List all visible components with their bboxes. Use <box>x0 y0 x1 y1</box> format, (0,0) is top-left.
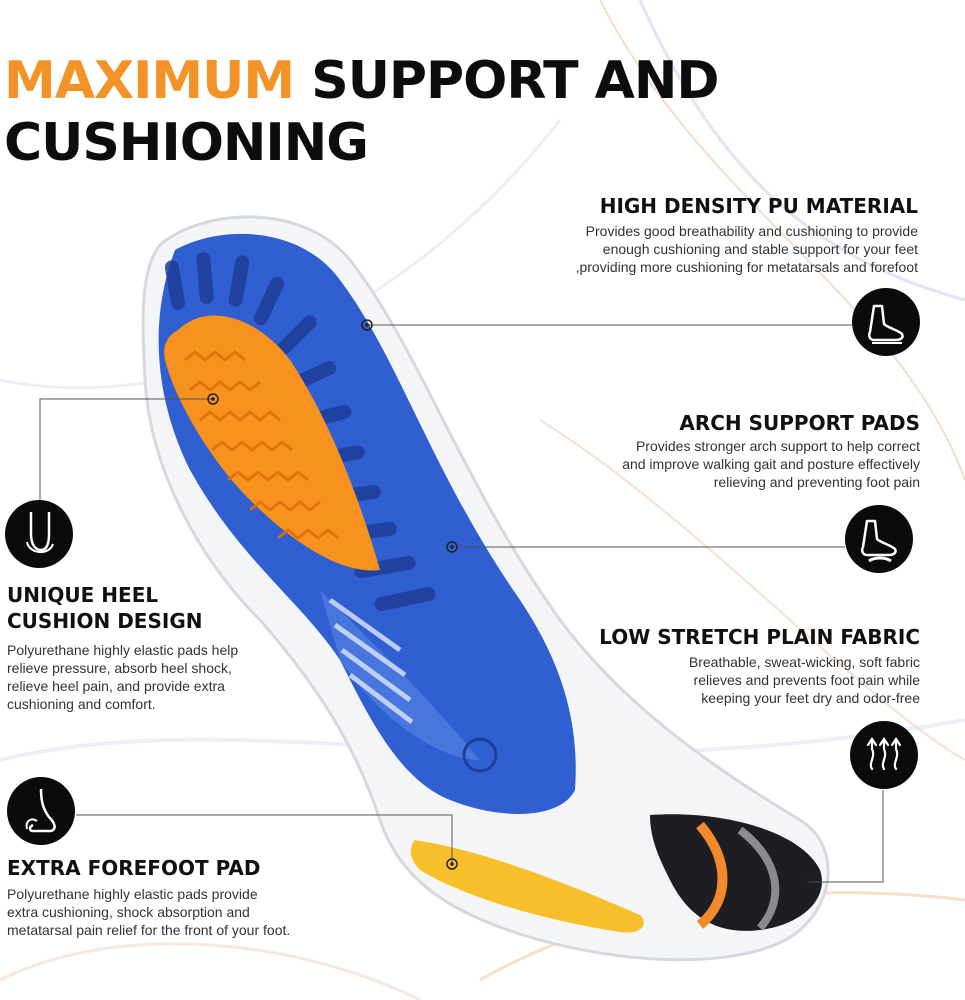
feature-desc-arch-support: Provides stronger arch support to help c… <box>622 438 920 490</box>
feature-title-forefoot: EXTRA FOREFOOT PAD <box>7 856 261 880</box>
heel-icon <box>5 500 73 568</box>
headline-line1-rest: SUPPORT AND <box>294 51 719 111</box>
feature-title-pu-material: HIGH DENSITY PU MATERIAL <box>599 194 918 218</box>
foot-arch-icon <box>845 505 913 573</box>
feature-desc-heel: Polyurethane highly elastic pads help re… <box>7 642 239 712</box>
forefoot-pad <box>410 840 644 933</box>
feature-desc-fabric: Breathable, sweat-wicking, soft fabric r… <box>688 654 920 706</box>
feature-desc-pu-material: Provides good breathability and cushioni… <box>575 223 918 275</box>
feature-title-heel: UNIQUE HEEL CUSHION DESIGN <box>7 583 203 633</box>
feature-title-fabric: LOW STRETCH PLAIN FABRIC <box>599 625 920 649</box>
page-headline: MAXIMUM SUPPORT AND CUSHIONING <box>4 50 720 174</box>
feature-title-arch-support: ARCH SUPPORT PADS <box>679 411 920 435</box>
breathable-arrows-icon <box>850 721 918 789</box>
heel-pad <box>164 315 380 571</box>
forefoot-icon <box>7 777 75 845</box>
headline-line2: CUSHIONING <box>4 113 369 173</box>
feature-desc-forefoot: Polyurethane highly elastic pads provide… <box>7 886 291 938</box>
foot-side-icon <box>852 288 920 356</box>
forefoot-fabric <box>650 814 822 931</box>
headline-accent: MAXIMUM <box>4 51 295 111</box>
